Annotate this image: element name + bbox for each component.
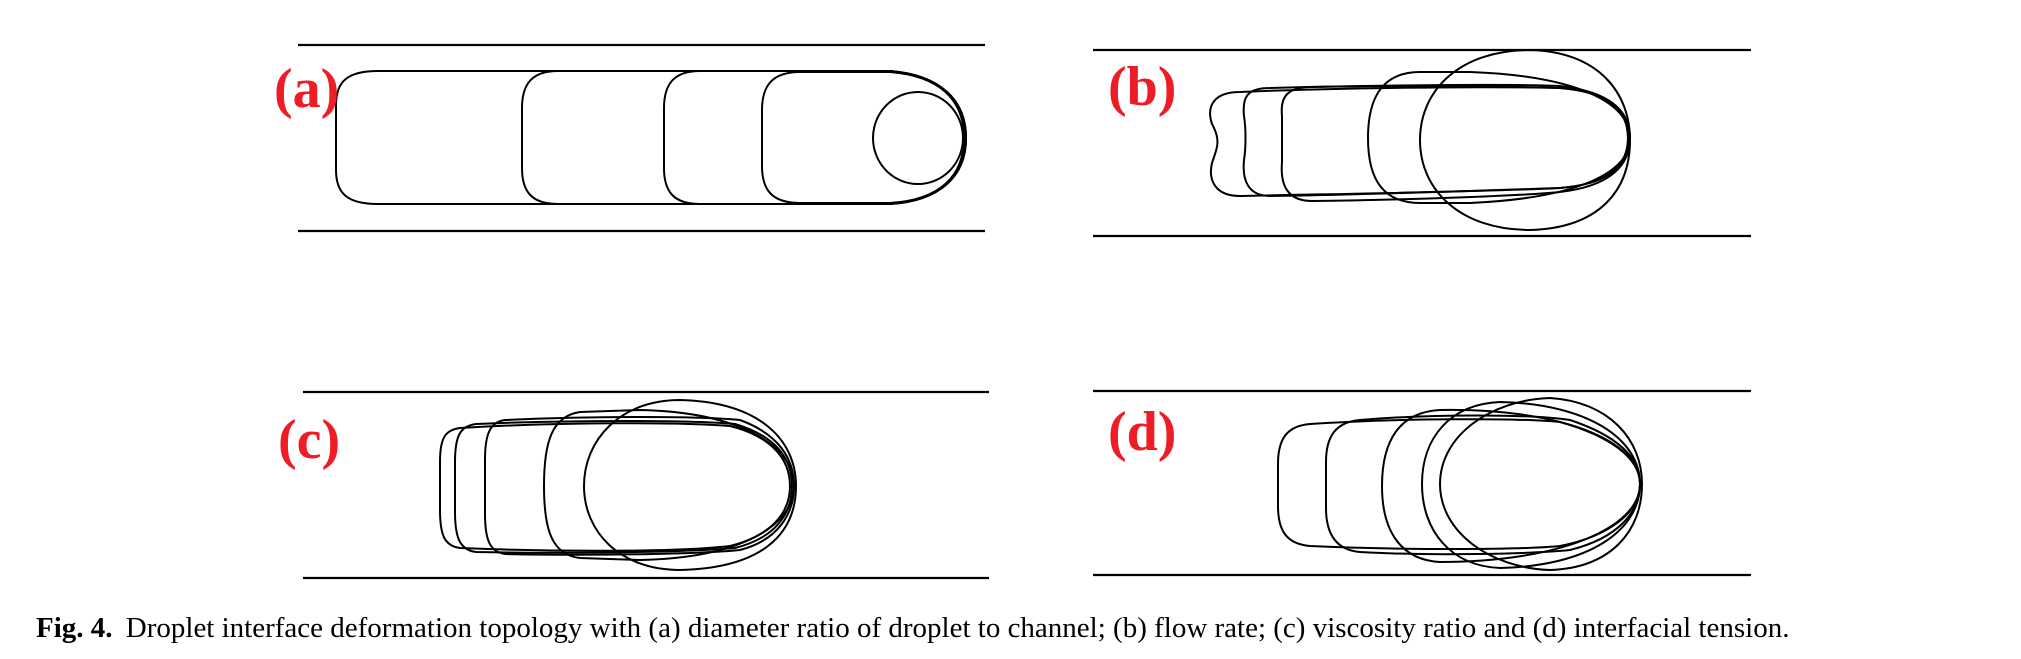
droplet-interface bbox=[761, 71, 966, 204]
panel-c: (c) bbox=[278, 390, 989, 580]
panel-label-d: (d) bbox=[1108, 401, 1176, 463]
droplet-interface bbox=[1277, 418, 1642, 550]
droplet-interface bbox=[1242, 85, 1630, 198]
droplet-interface bbox=[582, 398, 798, 572]
panel-a: (a) bbox=[274, 43, 985, 233]
droplet-interface bbox=[872, 91, 964, 185]
panel-label-c: (c) bbox=[278, 409, 340, 471]
droplet-interface bbox=[1366, 71, 1632, 204]
droplet-interface bbox=[1280, 83, 1632, 203]
panel-label-a: (a) bbox=[274, 58, 339, 120]
droplet-interface bbox=[1380, 408, 1642, 564]
droplet-interface bbox=[335, 70, 968, 205]
droplet-interface bbox=[1325, 414, 1642, 556]
panel-label-b: (b) bbox=[1108, 56, 1176, 118]
droplet-interface bbox=[521, 70, 968, 205]
droplet-interface bbox=[484, 416, 796, 556]
panel-d: (d) bbox=[1093, 389, 1751, 577]
caption-text: Droplet interface deformation topology w… bbox=[125, 612, 1790, 644]
droplet-interface bbox=[439, 422, 792, 552]
droplet-interface bbox=[1438, 396, 1644, 572]
droplet-interface bbox=[1420, 400, 1642, 570]
panel-b: (b) bbox=[1093, 48, 1751, 238]
figure-number: Fig. 4. bbox=[36, 612, 113, 644]
droplet-interface bbox=[542, 408, 796, 562]
figure: (a) (b) (c) (d) bbox=[274, 43, 1751, 580]
figure-caption: Fig. 4. Droplet interface deformation to… bbox=[36, 612, 1996, 645]
droplet-interface bbox=[454, 420, 794, 554]
droplet-interface bbox=[1418, 48, 1632, 232]
